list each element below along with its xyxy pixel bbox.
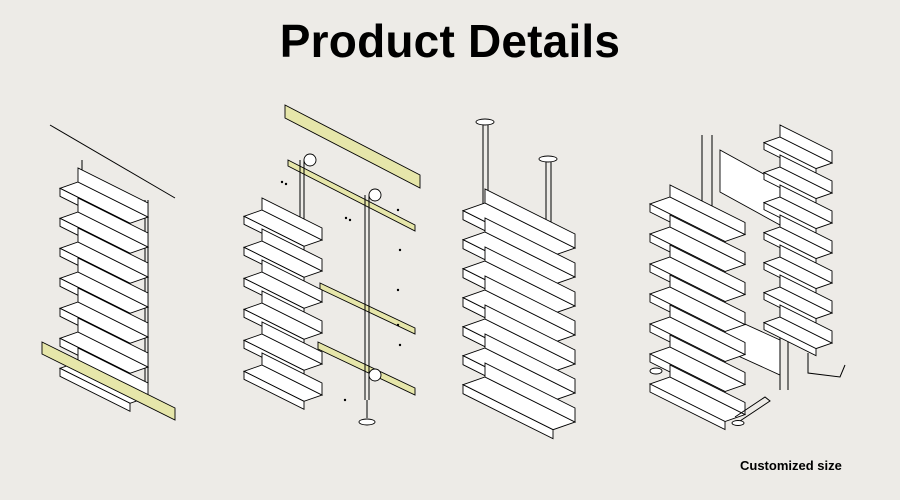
bottom-rail [318, 342, 415, 395]
right-upright [359, 189, 381, 425]
page-title: Product Details [279, 15, 621, 67]
fastener-dots [280, 180, 402, 402]
top-rail [285, 105, 420, 188]
fastener-dot [343, 398, 347, 402]
wall-mounted-shelving-figure [30, 110, 200, 430]
foot-left [650, 368, 662, 374]
fastener-dot [396, 208, 400, 212]
middle-rail-2 [320, 283, 415, 334]
exploded-shelving-figure [230, 100, 430, 435]
fastener-dot [284, 182, 288, 186]
shelf [764, 245, 832, 296]
base-rail [42, 342, 175, 420]
fastener-dot [398, 248, 402, 252]
floor-bracket-bottom [732, 397, 770, 426]
wall-line [50, 125, 175, 198]
fastener-dot [348, 218, 352, 222]
shelf [650, 365, 745, 430]
fastener-dot [280, 180, 284, 184]
left-shelf-stack [650, 185, 745, 430]
shelf [764, 305, 832, 356]
fastener-dot [344, 216, 348, 220]
floor-bracket-right [808, 353, 845, 377]
shelf [764, 125, 832, 176]
customized-size-caption: Customized size [740, 458, 842, 473]
fastener-dot [396, 323, 400, 327]
fastener-dot [396, 288, 400, 292]
shelf-stack [463, 189, 575, 439]
shelf [244, 353, 322, 409]
middle-rail-1 [288, 160, 415, 231]
back-panel-upper [720, 150, 780, 225]
shelf [463, 363, 575, 439]
shelf-stack [244, 198, 322, 409]
double-sided-shelving-figure [640, 125, 855, 430]
pole-shelving-figure [455, 115, 580, 415]
right-shelf-stack [764, 125, 832, 356]
fastener-dot [398, 343, 402, 347]
